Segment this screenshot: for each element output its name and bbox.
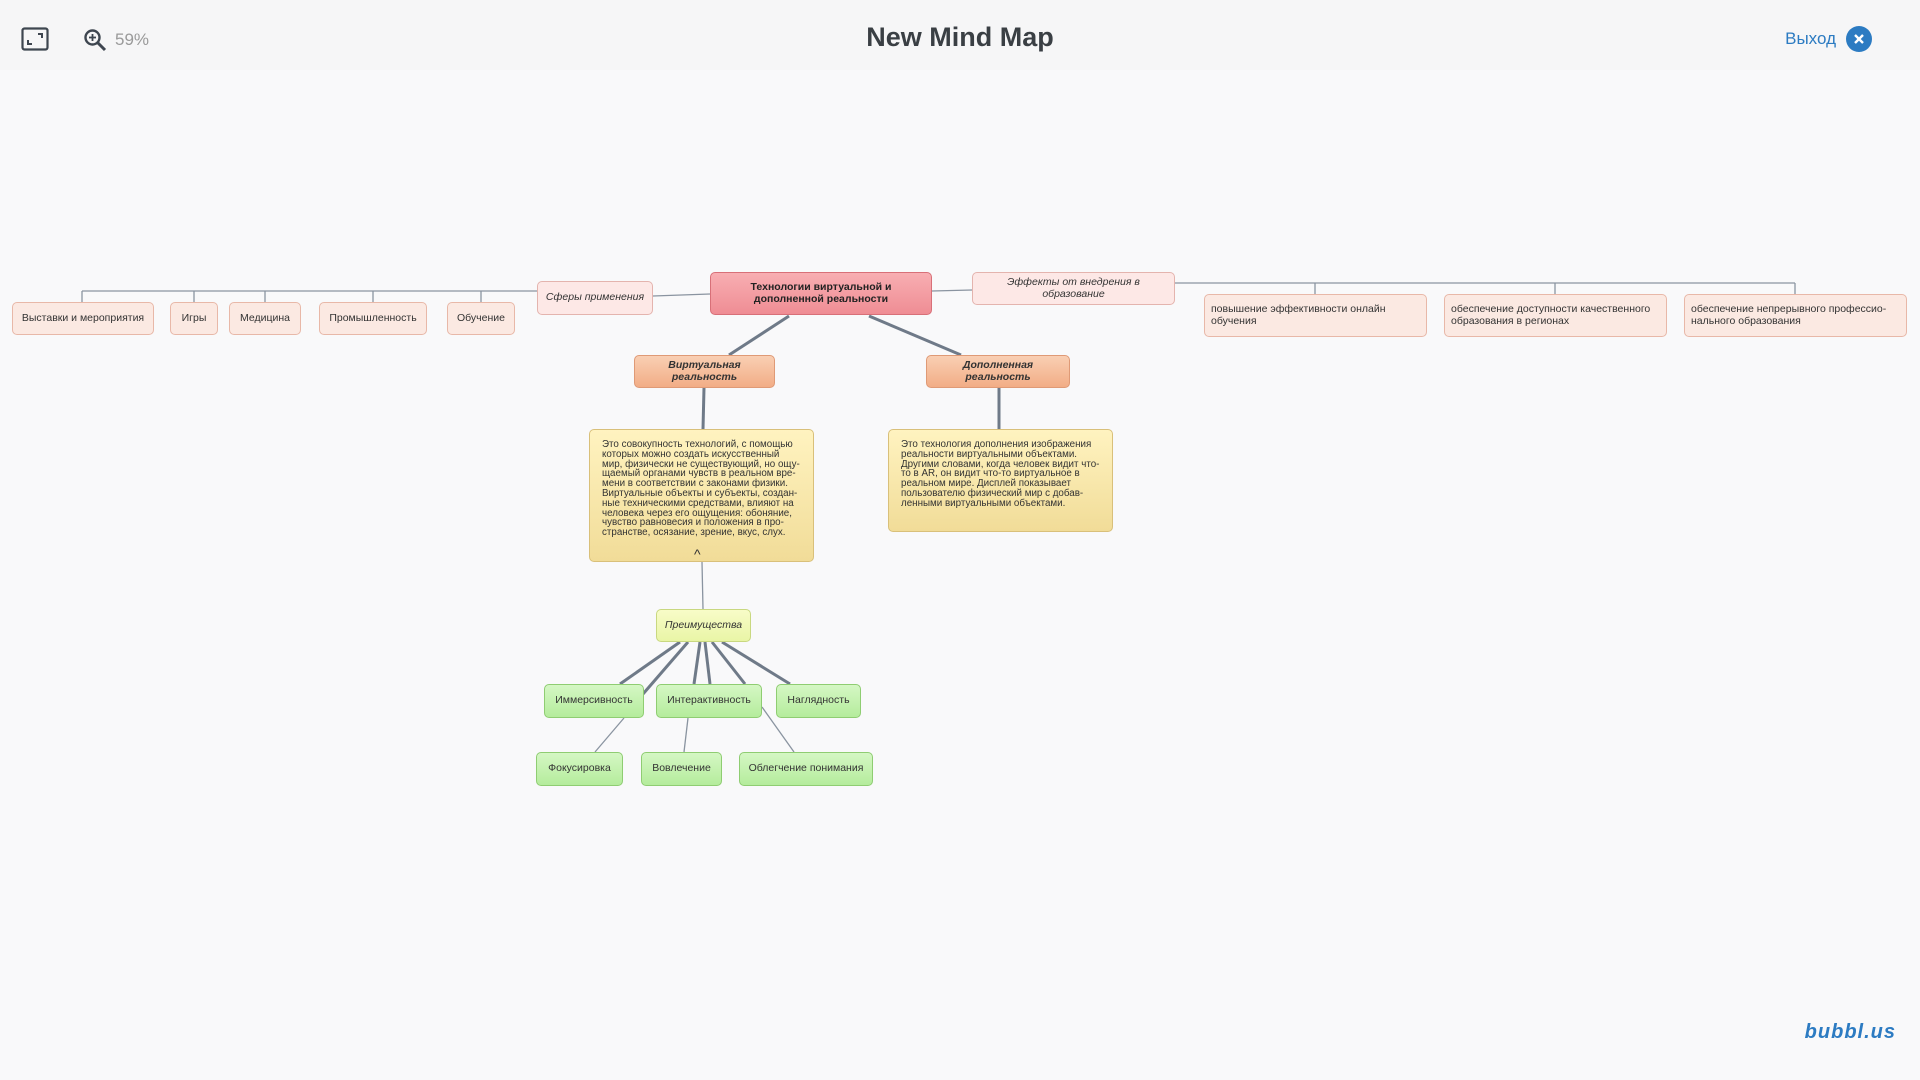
collapse-caret-icon[interactable]: ^ xyxy=(694,546,701,562)
node-interactivity[interactable]: Интерактивность xyxy=(656,684,762,718)
node-sphere-exhibitions[interactable]: Выставки и мероприятия xyxy=(12,302,154,335)
exit-button[interactable]: Выход xyxy=(1785,24,1872,54)
node-immersiveness[interactable]: Иммерсивность xyxy=(544,684,644,718)
node-focus[interactable]: Фокусировка xyxy=(536,752,623,786)
top-bar: 59% New Mind Map Выход xyxy=(0,0,1920,70)
fullscreen-button[interactable] xyxy=(20,26,50,52)
close-icon xyxy=(1846,26,1872,52)
node-advantages[interactable]: Преимущества xyxy=(656,609,751,642)
brand-logo[interactable]: bubbl.us xyxy=(1804,1021,1896,1043)
zoom-control[interactable]: 59% xyxy=(83,26,149,54)
node-sphere-industry[interactable]: Промышленность xyxy=(319,302,427,335)
root-node[interactable]: Технологии виртуальной и дополненной реа… xyxy=(710,272,932,315)
node-sphere-medicine[interactable]: Медицина xyxy=(229,302,301,335)
exit-label: Выход xyxy=(1785,29,1836,48)
node-effects[interactable]: Эффекты от внедрения в образование xyxy=(972,272,1175,305)
node-sphere-games[interactable]: Игры xyxy=(170,302,218,335)
fullscreen-icon xyxy=(21,27,49,51)
note-ar-description[interactable]: Это технология дополнения изображения ре… xyxy=(888,429,1113,532)
node-ar[interactable]: Дополненная реальность xyxy=(926,355,1070,388)
node-understanding[interactable]: Облегчение понимания xyxy=(739,752,873,786)
zoom-level: 59% xyxy=(115,30,150,49)
node-effect-continuous[interactable]: обеспечение непрерывного профессио-нальн… xyxy=(1684,294,1907,337)
node-effect-online[interactable]: повышение эффективности онлайн обучения xyxy=(1204,294,1427,337)
node-effect-regions[interactable]: обеспечение доступности качественного об… xyxy=(1444,294,1667,337)
node-spheres[interactable]: Сферы применения xyxy=(537,281,653,315)
zoom-icon xyxy=(84,29,107,52)
note-vr-description[interactable]: Это совокупность технологий, с помощью к… xyxy=(589,429,814,562)
node-sphere-education[interactable]: Обучение xyxy=(447,302,515,335)
node-engagement[interactable]: Вовлечение xyxy=(641,752,722,786)
page-title: New Mind Map xyxy=(866,22,1054,52)
node-visibility[interactable]: Наглядность xyxy=(776,684,861,718)
node-vr[interactable]: Виртуальная реальность xyxy=(634,355,775,388)
